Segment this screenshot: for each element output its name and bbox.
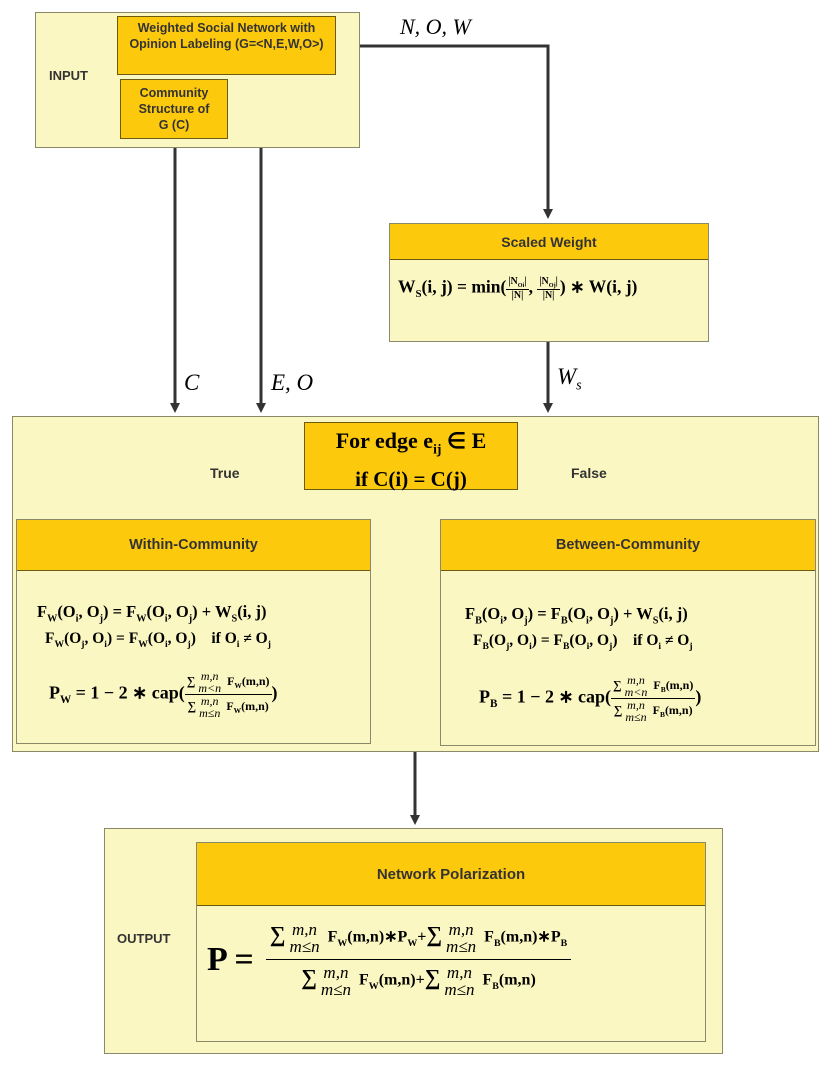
false-label: False <box>571 465 607 481</box>
scaled-weight-box: Scaled Weight WS(i, j) = min( |NOi| |N| … <box>389 223 709 342</box>
decision-box: For edge eij ∈ E if C(i) = C(j) <box>304 422 518 491</box>
within-eq-2: FW(Oj, Oi) = FW(Oi, Oj) if Oi ≠ Oj <box>45 630 271 651</box>
edge-label-now: N, O, W <box>400 14 471 39</box>
between-eq-1: FB(Oi, Oj) = FB(Oi, Oj) + WS(i, j) <box>465 604 688 627</box>
community-input-box: Community Structure of G (C) <box>120 79 228 139</box>
network-input-box: Weighted Social Network with Opinion Lab… <box>117 16 336 75</box>
network-input-text: Weighted Social Network with Opinion Lab… <box>129 21 324 51</box>
community-input-text: Community Structure of G (C) <box>138 86 210 132</box>
scaled-weight-title: Scaled Weight <box>390 224 708 260</box>
edge-label-ws: Ws <box>557 364 582 394</box>
within-eq-1: FW(Oi, Oj) = FW(Oi, Oj) + WS(i, j) <box>37 602 267 625</box>
decision-line-1: For edge eij ∈ E <box>335 428 487 457</box>
network-polarization-title: Network Polarization <box>197 843 705 906</box>
between-eq-2: FB(Oj, Oi) = FB(Oi, Oj) if Oi ≠ Oj <box>473 632 693 653</box>
decision-line-2: if C(i) = C(j) <box>355 467 467 492</box>
edge-label-eo: E, O <box>271 370 314 395</box>
scaled-weight-formula: WS(i, j) = min( |NOi| |N| , |NOj| |N| ) … <box>398 276 638 301</box>
edge-label-c: C <box>184 370 200 395</box>
within-community-box: Within-Community FW(Oi, Oj) = FW(Oi, Oj)… <box>16 519 371 744</box>
output-label: OUTPUT <box>117 931 171 946</box>
input-label: INPUT <box>49 68 88 83</box>
true-label: True <box>210 465 240 481</box>
between-community-box: Between-Community FB(Oi, Oj) = FB(Oi, Oj… <box>440 519 816 746</box>
wire-now <box>335 44 553 219</box>
within-community-title: Within-Community <box>17 520 370 571</box>
between-community-title: Between-Community <box>441 520 815 571</box>
